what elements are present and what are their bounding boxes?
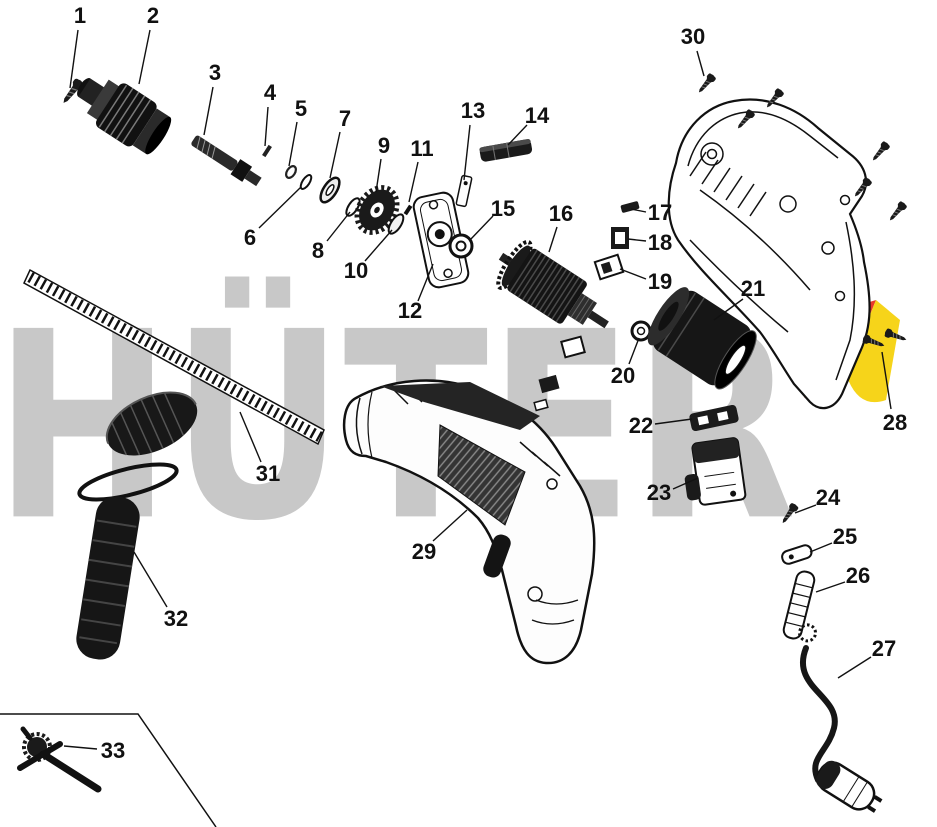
leader-line-15 — [469, 215, 494, 241]
front-bearing — [448, 233, 474, 259]
cord-guard — [782, 570, 818, 643]
spindle-shaft — [191, 135, 262, 187]
spring-washer — [285, 165, 297, 179]
leader-line-3 — [203, 86, 214, 136]
leader-line-6 — [258, 186, 302, 229]
depth-gauge-rod — [23, 268, 325, 446]
leader-lines — [63, 29, 892, 750]
power-plug — [816, 760, 883, 813]
leader-line-16 — [548, 226, 558, 253]
side-handle — [76, 391, 198, 660]
leader-line-29 — [432, 509, 468, 542]
leader-line-22 — [654, 418, 693, 425]
leader-line-13 — [463, 124, 471, 181]
carbon-brush — [593, 253, 625, 281]
rear-bearing — [630, 320, 652, 342]
leader-line-32 — [133, 551, 168, 608]
leader-line-28 — [881, 351, 892, 410]
motor-housing-shell — [667, 98, 871, 410]
leader-line-7 — [329, 131, 341, 179]
terminal-2 — [533, 398, 549, 412]
terminal-clip — [620, 201, 640, 213]
flat-washer — [299, 174, 313, 190]
leader-line-4 — [264, 106, 269, 147]
leader-line-24 — [794, 504, 817, 514]
trigger — [483, 534, 511, 578]
thrust-washer — [319, 176, 341, 204]
brush-holder — [611, 227, 629, 249]
cord-clamp-plate — [781, 544, 813, 565]
pin — [262, 144, 272, 158]
key-pin — [403, 204, 413, 216]
leader-line-23 — [672, 477, 699, 490]
leader-line-18 — [627, 238, 647, 242]
leader-line-10 — [364, 229, 393, 262]
leader-line-14 — [507, 124, 528, 146]
bracket-plate — [455, 174, 473, 208]
leader-line-31 — [239, 411, 262, 463]
power-cord — [800, 645, 883, 813]
leader-line-19 — [619, 268, 647, 280]
chuck-key — [17, 726, 102, 793]
leader-line-26 — [815, 581, 846, 593]
leader-line-25 — [809, 542, 833, 553]
leader-line-33 — [63, 745, 98, 750]
leader-line-9 — [375, 158, 382, 193]
leader-line-2 — [138, 29, 151, 85]
inset-box — [0, 713, 217, 827]
leader-line-20 — [628, 337, 640, 365]
leader-line-1 — [69, 29, 79, 89]
stator — [647, 287, 757, 390]
leader-line-5 — [288, 121, 298, 167]
chuck — [77, 78, 172, 155]
carbon-brush-2 — [538, 374, 560, 394]
armature-rotor — [496, 239, 609, 329]
leader-line-21 — [713, 298, 744, 321]
leader-line-17 — [630, 208, 647, 213]
leader-line-27 — [837, 656, 872, 679]
switch — [684, 437, 747, 506]
leader-line-11 — [408, 161, 419, 203]
brush-holder-2 — [560, 335, 586, 359]
leader-line-8 — [326, 211, 351, 242]
leader-line-12 — [417, 263, 434, 302]
leader-line-30 — [696, 50, 705, 77]
switch-screw — [778, 501, 800, 527]
selector-clip — [479, 139, 533, 162]
brush-plate — [689, 404, 739, 432]
drill-body — [342, 379, 596, 665]
